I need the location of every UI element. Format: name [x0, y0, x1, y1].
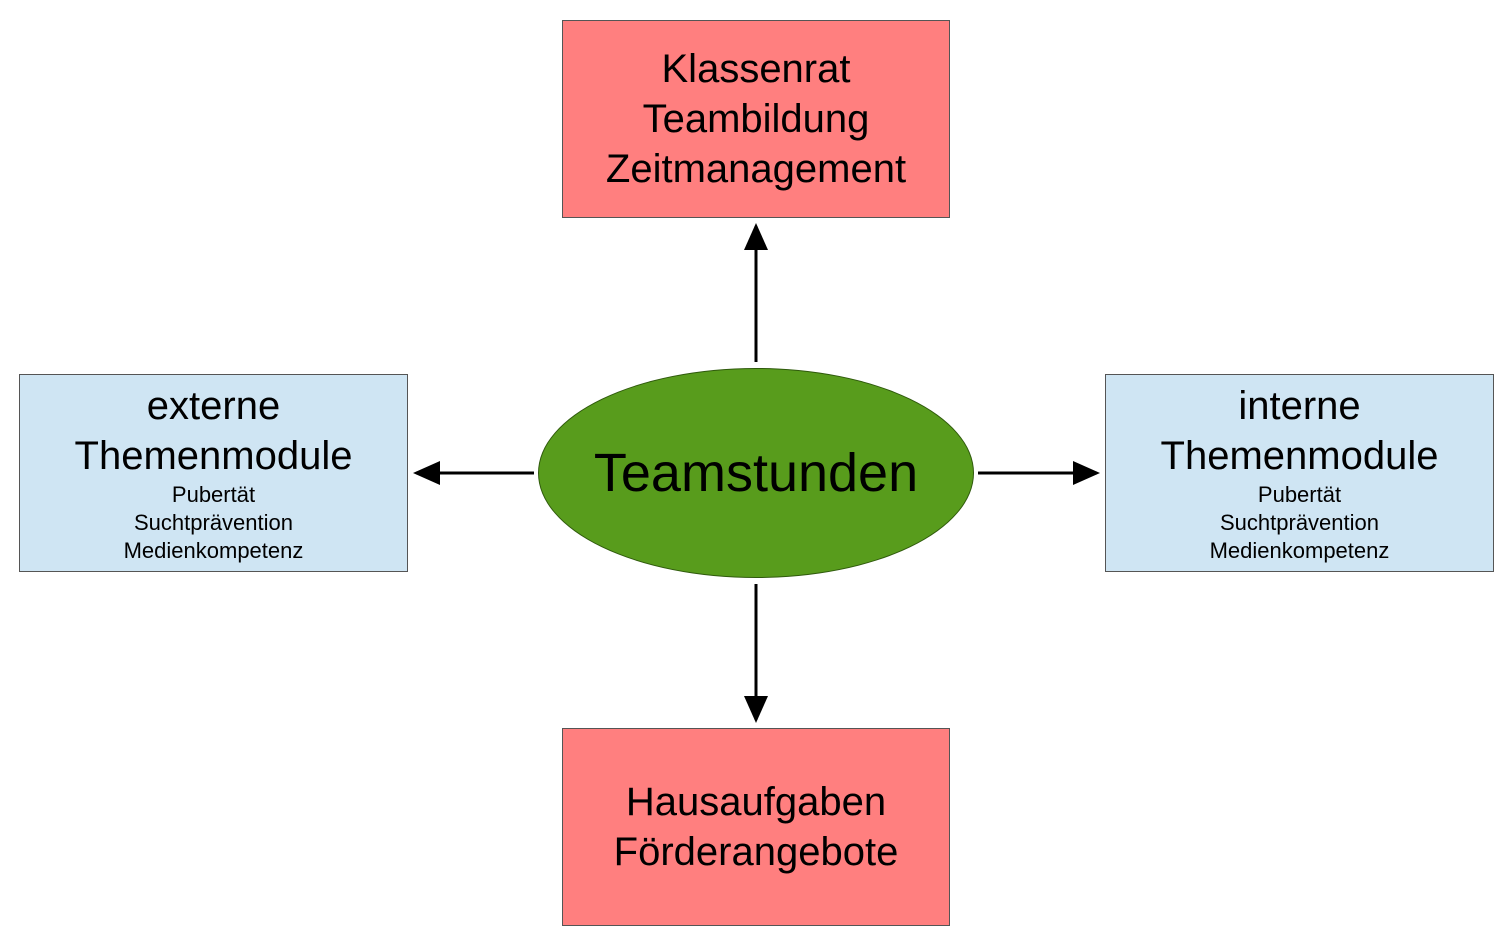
center-label: Teamstunden	[593, 443, 919, 503]
left-box-sub-1: Pubertät	[171, 482, 256, 507]
left-box: externe Themenmodule Pubertät Suchtpräve…	[19, 374, 408, 572]
right-box-sub-3: Medienkompetenz	[1209, 538, 1390, 563]
right-box-title-2: Themenmodule	[1160, 434, 1439, 478]
left-box-title-2: Themenmodule	[74, 434, 353, 478]
bottom-box-line-2: Förderangebote	[613, 830, 899, 874]
left-box-title-1: externe	[146, 384, 281, 428]
bottom-box-line-1: Hausaufgaben	[625, 780, 887, 824]
top-box-line-1: Klassenrat	[661, 47, 851, 91]
top-box-line-3: Zeitmanagement	[605, 147, 907, 191]
top-box: Klassenrat Teambildung Zeitmanagement	[562, 20, 950, 218]
right-box-sub-1: Pubertät	[1257, 482, 1342, 507]
top-box-line-2: Teambildung	[642, 97, 870, 141]
left-box-sub-2: Suchtprävention	[134, 510, 293, 535]
right-box-title-1: interne	[1238, 384, 1361, 428]
right-box-sub-2: Suchtprävention	[1220, 510, 1379, 535]
right-box: interne Themenmodule Pubertät Suchtpräve…	[1105, 374, 1494, 572]
center-ellipse: Teamstunden	[538, 368, 974, 578]
bottom-box: Hausaufgaben Förderangebote	[562, 728, 950, 926]
left-box-sub-3: Medienkompetenz	[123, 538, 304, 563]
